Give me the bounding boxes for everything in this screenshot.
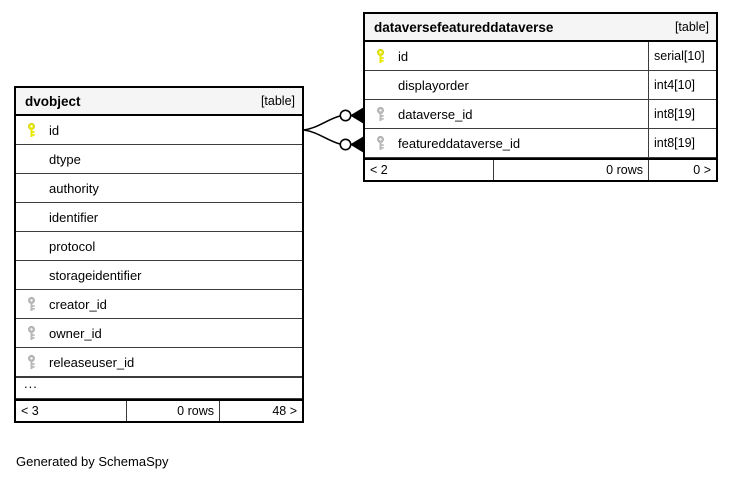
table-header-dvobject[interactable]: dvobject [table]: [16, 88, 302, 116]
column-type: int8[19]: [648, 100, 716, 128]
relationship-optional-marker-featureddataverse-id: [339, 138, 352, 151]
table-row[interactable]: dtype: [16, 145, 302, 174]
table-row[interactable]: authority: [16, 174, 302, 203]
column-name: creator_id: [49, 296, 107, 312]
crowsfoot-dataverse-id: [350, 107, 363, 124]
primary-key-icon: [24, 122, 49, 138]
footer-parent-count[interactable]: < 3: [21, 404, 39, 418]
column-name: id: [398, 48, 409, 64]
column-cell-name: dataverse_id: [365, 100, 648, 128]
column-name: authority: [49, 180, 99, 196]
foreign-key-icon: [24, 325, 49, 341]
relationship-line-dataverse-id: [303, 115, 341, 131]
table-row[interactable]: protocol: [16, 232, 302, 261]
footer-row-count: 0 rows: [493, 160, 648, 180]
column-cell-name: protocol: [16, 232, 302, 260]
table-header-dataversefeatureddataverse[interactable]: dataversefeatureddataverse [table]: [365, 14, 716, 42]
table-row[interactable]: featureddataverse_id int8[19]: [365, 129, 716, 158]
column-name: featureddataverse_id: [398, 135, 521, 151]
footer-child-count[interactable]: 0 >: [648, 160, 716, 180]
table-row[interactable]: dataverse_id int8[19]: [365, 100, 716, 129]
footer-child-count[interactable]: 48 >: [219, 401, 302, 421]
table-row[interactable]: releaseuser_id: [16, 348, 302, 377]
more-columns-indicator[interactable]: ...: [16, 377, 302, 399]
column-cell-name: authority: [16, 174, 302, 202]
crowsfoot-featureddataverse-id: [350, 136, 363, 153]
column-cell-name: releaseuser_id: [16, 348, 302, 376]
er-table-dataversefeatureddataverse[interactable]: dataversefeatureddataverse [table] id se…: [363, 12, 718, 182]
table-row[interactable]: storageidentifier: [16, 261, 302, 290]
foreign-key-icon: [24, 354, 49, 370]
column-name: dataverse_id: [398, 106, 473, 122]
column-cell-name: displayorder: [365, 71, 648, 99]
column-cell-name: featureddataverse_id: [365, 129, 648, 157]
column-name: owner_id: [49, 325, 102, 341]
column-cell-name: id: [16, 116, 302, 144]
foreign-key-icon: [24, 296, 49, 312]
column-cell-name: owner_id: [16, 319, 302, 347]
foreign-key-icon: [373, 135, 398, 151]
table-row[interactable]: creator_id: [16, 290, 302, 319]
table-name-dataversefeatureddataverse: dataversefeatureddataverse: [374, 19, 554, 35]
table-tag-dvobject: [table]: [260, 94, 295, 108]
table-tag-dataversefeatureddataverse: [table]: [674, 20, 709, 34]
column-name: id: [49, 122, 60, 138]
column-name: storageidentifier: [49, 267, 142, 283]
table-row[interactable]: identifier: [16, 203, 302, 232]
column-type: serial[10]: [648, 42, 716, 70]
column-cell-name: storageidentifier: [16, 261, 302, 289]
column-cell-name: id: [365, 42, 648, 70]
column-name: protocol: [49, 238, 96, 254]
footer-row-count: 0 rows: [126, 401, 219, 421]
relationship-line-featureddataverse-id: [303, 129, 341, 145]
column-name: identifier: [49, 209, 99, 225]
column-type: int4[10]: [648, 71, 716, 99]
table-row[interactable]: displayorder int4[10]: [365, 71, 716, 100]
table-footer-dvobject: < 3 0 rows 48 >: [16, 399, 302, 421]
primary-key-icon: [373, 48, 398, 64]
column-cell-name: creator_id: [16, 290, 302, 318]
table-footer-dataversefeatureddataverse: < 2 0 rows 0 >: [365, 158, 716, 180]
column-name: dtype: [49, 151, 81, 167]
column-type: int8[19]: [648, 129, 716, 157]
column-cell-name: identifier: [16, 203, 302, 231]
footer-parent-count[interactable]: < 2: [370, 163, 388, 177]
foreign-key-icon: [373, 106, 398, 122]
er-table-dvobject[interactable]: dvobject [table] id: [14, 86, 304, 423]
table-row[interactable]: id serial[10]: [365, 42, 716, 71]
table-name-dvobject: dvobject: [25, 93, 81, 109]
column-name: releaseuser_id: [49, 354, 135, 370]
more-columns-label: ...: [24, 376, 38, 391]
column-cell-name: dtype: [16, 145, 302, 173]
generated-by-caption: Generated by SchemaSpy: [16, 454, 169, 469]
table-row[interactable]: owner_id: [16, 319, 302, 348]
relationship-optional-marker-dataverse-id: [339, 109, 352, 122]
column-name: displayorder: [398, 77, 469, 93]
table-row[interactable]: id: [16, 116, 302, 145]
